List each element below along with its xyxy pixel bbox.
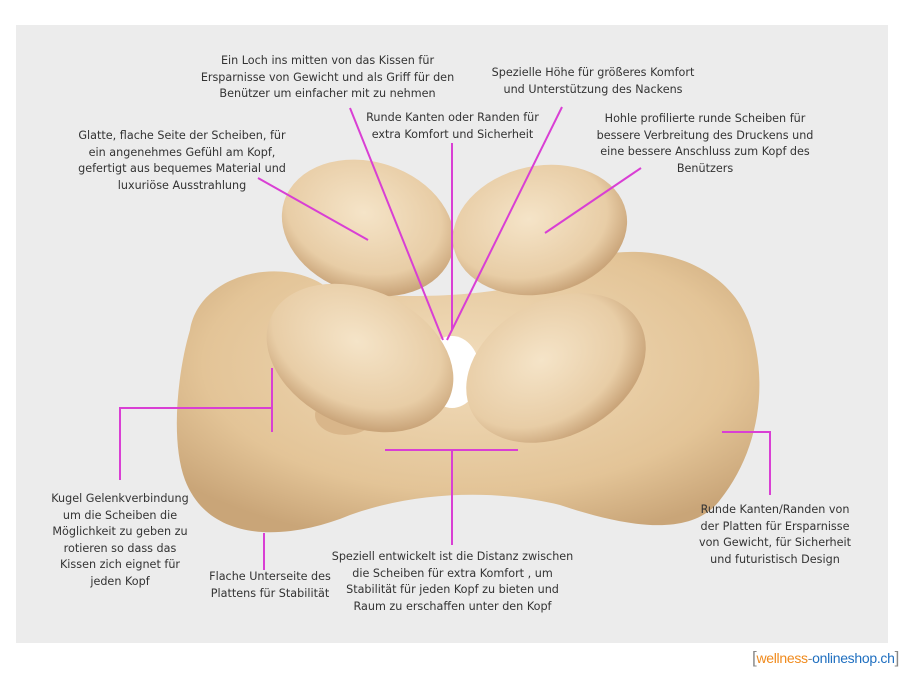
disc-bottom-right bbox=[466, 293, 646, 443]
annotation-runde-kanten: Runde Kanten oder Randen für extra Komfo… bbox=[366, 111, 539, 141]
wellness-onlineshop-logo[interactable]: [wellness-onlineshop.ch] bbox=[752, 648, 900, 667]
callout-line-loch bbox=[349, 107, 444, 341]
annotation-hoehe: Spezielle Höhe für größeres Komfort und … bbox=[491, 66, 695, 96]
callout-lines bbox=[119, 106, 771, 570]
annotation-flache: Flache Unterseite des Plattens für Stabi… bbox=[209, 570, 331, 600]
annotation-hohle: Hohle profilierte runde Scheiben für bes… bbox=[596, 112, 814, 175]
callout-line-kugel bbox=[119, 407, 272, 480]
callout-line-glatte bbox=[257, 177, 369, 241]
annotation-glatte: Glatte, flache Seite der Scheiben, für e… bbox=[78, 129, 286, 192]
callout-line-hoehe bbox=[446, 106, 563, 341]
annotation-distanz: Speziell entwickelt ist die Distanz zwis… bbox=[331, 550, 574, 613]
annotation-loch: Ein Loch ins mitten von das Kissen für E… bbox=[200, 54, 455, 100]
disc-top-right bbox=[452, 164, 628, 296]
callout-line-hohle bbox=[544, 167, 642, 234]
disc-bottom-left bbox=[266, 283, 454, 433]
callout-line-platten bbox=[722, 431, 771, 495]
annotation-platten: Runde Kanten/Randen von der Platten für … bbox=[698, 503, 852, 566]
annotation-kugel: Kugel Gelenkverbindung um die Scheiben d… bbox=[51, 492, 189, 588]
